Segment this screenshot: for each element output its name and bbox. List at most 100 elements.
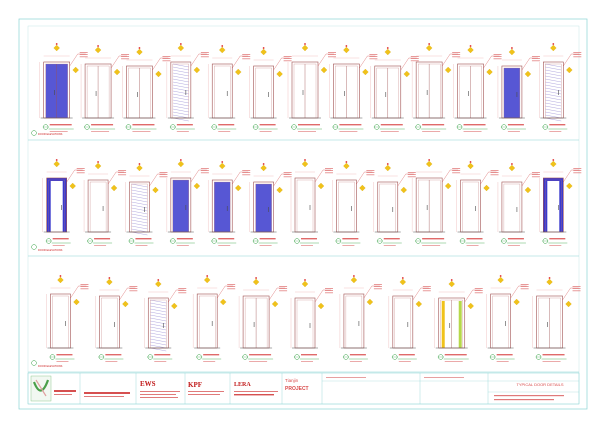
section-marker-icon	[320, 66, 328, 74]
hatch-line	[172, 87, 189, 92]
marker-dot-icon	[206, 275, 209, 277]
marker-dot-icon	[55, 43, 58, 45]
elevation-tag-text-mark	[176, 131, 189, 132]
section-marker-icon	[136, 164, 143, 172]
elevation-tag-text-mark	[301, 354, 317, 356]
annotation-text-mark	[325, 170, 333, 171]
elevation-tag-text-mark	[444, 361, 463, 362]
callout-leader	[442, 53, 451, 67]
elevation-tag-text-mark	[463, 131, 482, 132]
elevation-tag-text-mark	[549, 238, 566, 240]
hatch-line	[172, 102, 189, 107]
annotation-text-mark	[200, 170, 209, 171]
callout-leader	[217, 285, 226, 299]
door-elevation	[412, 159, 461, 246]
section-marker-icon	[359, 184, 366, 192]
door-leaf	[545, 179, 562, 233]
callout-leader	[232, 55, 241, 69]
section-marker-icon	[152, 186, 159, 194]
marker-dot-icon	[386, 47, 389, 49]
callout-leader	[480, 171, 489, 185]
elevation-tag-text-mark	[218, 245, 231, 246]
section-marker-icon	[467, 46, 474, 54]
annotation-text-mark	[129, 290, 138, 292]
hatch-line	[172, 117, 189, 122]
annotation-text-mark	[520, 286, 529, 287]
door-elevation	[80, 45, 130, 132]
annotation-text-mark	[80, 288, 89, 290]
callout-leader	[232, 171, 241, 185]
kpf-logo: KPF	[188, 381, 202, 389]
marker-dot-icon	[450, 279, 453, 281]
hatch-line	[545, 108, 562, 113]
section-marker-icon	[486, 68, 493, 76]
door-trim-fill	[458, 301, 462, 348]
section-marker-icon	[317, 302, 325, 310]
annotation-text-mark	[490, 174, 499, 176]
door-frame	[392, 295, 414, 349]
section-marker-icon	[235, 68, 242, 76]
annotation-text-mark	[572, 290, 581, 292]
door-elevation	[125, 163, 168, 246]
marker-dot-icon	[262, 163, 265, 165]
door-frame	[336, 179, 357, 233]
door-frame	[543, 61, 564, 119]
annotation-text-mark	[366, 172, 375, 173]
elevation-tag-text-mark	[444, 354, 467, 356]
door-elevation	[486, 275, 529, 362]
hatch-line	[131, 228, 148, 233]
annotation-text-mark	[573, 56, 582, 58]
callout-leader	[521, 57, 531, 71]
marker-dot-icon	[499, 275, 502, 277]
callout-leader	[107, 171, 117, 185]
hatch-line	[150, 305, 167, 310]
elevation-tag-text-mark	[383, 245, 396, 246]
annotation-text-mark	[493, 56, 502, 57]
marker-dot-icon	[157, 279, 160, 281]
elevation-tag-text-mark	[466, 238, 483, 240]
elevation-tag-text-mark	[507, 238, 524, 240]
annotation-text-mark	[422, 290, 431, 292]
section-marker-icon	[301, 44, 309, 52]
annotation-text-mark	[490, 172, 499, 173]
door-elevation	[453, 45, 502, 132]
annotation-text-mark	[80, 284, 89, 285]
section-marker-icon	[69, 182, 76, 190]
door-head-fill	[543, 178, 564, 181]
section-marker-icon	[110, 184, 118, 192]
marker-dot-icon	[255, 277, 257, 279]
section-marker-icon	[276, 70, 283, 78]
elevation-tag-text-mark	[218, 124, 235, 126]
section-marker-icon	[565, 300, 572, 308]
annotation-text-mark	[118, 174, 127, 176]
hatch-line	[150, 344, 167, 349]
callout-leader	[69, 53, 78, 67]
hatch-line	[545, 102, 562, 107]
annotation-text-mark	[200, 168, 209, 169]
marker-dot-icon	[552, 43, 555, 45]
hatch-line	[545, 69, 562, 74]
elevation-tag-text-mark	[422, 131, 441, 132]
door-elevation	[249, 163, 292, 246]
elevation-tag-text-mark	[52, 245, 65, 246]
section-marker-icon	[508, 48, 516, 56]
hatch-line	[150, 347, 167, 352]
annotation-text-mark	[474, 290, 483, 291]
section-marker-icon	[508, 164, 516, 172]
annotation-text-mark	[162, 58, 171, 59]
callout-leader	[152, 57, 161, 71]
annotation-text-mark	[328, 56, 336, 58]
section-marker-icon	[301, 280, 309, 288]
annotation-text-mark	[76, 172, 85, 174]
section-marker-icon	[260, 48, 267, 56]
door-elevation	[122, 47, 171, 132]
annotation-text-mark	[531, 56, 540, 57]
door-leaf	[52, 295, 69, 349]
elevation-tag-text-mark	[94, 238, 111, 240]
hatch-line	[545, 90, 562, 95]
door-elevation	[166, 43, 209, 132]
annotation-text-mark	[572, 286, 581, 287]
annotation-text-mark	[328, 54, 336, 55]
elevation-tag-text-mark	[105, 354, 122, 356]
